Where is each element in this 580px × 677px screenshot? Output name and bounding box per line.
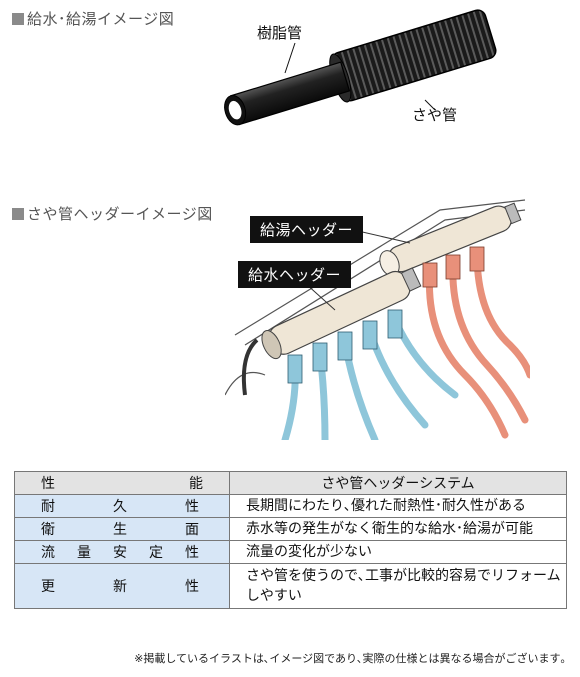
category-char: 面 (185, 522, 199, 538)
table-header-row: 性能 さや管ヘッダーシステム (14, 471, 567, 495)
category-char: 流 (41, 545, 55, 561)
row-category: 流量安定性 (14, 540, 230, 564)
sheath-pipe-label: さや管 (412, 106, 458, 124)
category-char: 量 (77, 545, 91, 561)
disclaimer-note: ※掲載しているイラストは､イメージ図であり､実際の仕様とは異なる場合がございます… (134, 652, 566, 665)
table-row: 更 新 性 さや管を使うので､工事が比較的容易でリフォームしやすい (14, 563, 567, 609)
header-illustration (225, 199, 530, 440)
header-char: 能 (189, 476, 203, 492)
section-title-text: さや管ヘッダーイメージ図 (27, 205, 213, 223)
performance-table: 性能 さや管ヘッダーシステム 耐久性 長期間にわたり､優れた耐熱性･耐久性がある… (14, 471, 567, 609)
row-category: 耐久性 (14, 494, 230, 518)
category-char: 衛 (41, 522, 55, 538)
section-title-header: さや管ヘッダーイメージ図 (12, 203, 213, 224)
category-text: 更新性 (15, 576, 229, 596)
category-char: 更 (41, 579, 55, 595)
category-char: 定 (149, 545, 163, 561)
category-text: 流量安定性 (15, 542, 229, 562)
category-char: 安 (113, 545, 127, 561)
table-row: 流 量 安 定 性 流量の変化が少ない (14, 540, 567, 564)
row-description: 長期間にわたり､優れた耐熱性･耐久性がある (229, 494, 567, 518)
cold-header-label: 給水ヘッダー (238, 261, 352, 288)
resin-pipe-label: 樹脂管 (257, 24, 303, 42)
hot-fittings (422, 246, 485, 288)
table-header-system: さや管ヘッダーシステム (229, 471, 567, 495)
square-bullet-icon (12, 12, 24, 25)
row-description: さや管を使うので､工事が比較的容易でリフォームしやすい (229, 563, 567, 609)
category-char: 新 (113, 579, 127, 595)
category-char: 性 (185, 545, 199, 561)
category-char: 久 (113, 499, 127, 515)
pipe-illustration (224, 9, 497, 126)
square-bullet-icon (12, 207, 24, 220)
row-description: 流量の変化が少ない (229, 540, 567, 564)
table-row: 耐 久 性 長期間にわたり､優れた耐熱性･耐久性がある (14, 494, 567, 518)
row-description: 赤水等の発生がなく衛生的な給水･給湯が可能 (229, 517, 567, 541)
row-category: 衛生面 (14, 517, 230, 541)
header-char: 性 (41, 476, 55, 492)
resin-pipe (229, 61, 351, 126)
category-text: 衛生面 (15, 519, 229, 539)
table-row: 衛 生 面 赤水等の発生がなく衛生的な給水･給湯が可能 (14, 517, 567, 541)
category-char: 生 (113, 522, 127, 538)
section-title-pipe: 給水･給湯イメージ図 (12, 8, 174, 29)
cold-header (261, 267, 422, 360)
category-char: 性 (185, 579, 199, 595)
row-category: 更新性 (14, 563, 230, 609)
category-text: 耐久性 (15, 496, 229, 516)
hot-header-label: 給湯ヘッダー (250, 216, 364, 243)
table-header-performance: 性能 (14, 471, 230, 495)
category-char: 耐 (41, 499, 55, 515)
section-title-text: 給水･給湯イメージ図 (27, 10, 175, 28)
cold-fittings (287, 309, 403, 384)
sheath-pipe (332, 10, 496, 101)
category-char: 性 (185, 499, 199, 515)
hot-pipes (425, 249, 530, 439)
